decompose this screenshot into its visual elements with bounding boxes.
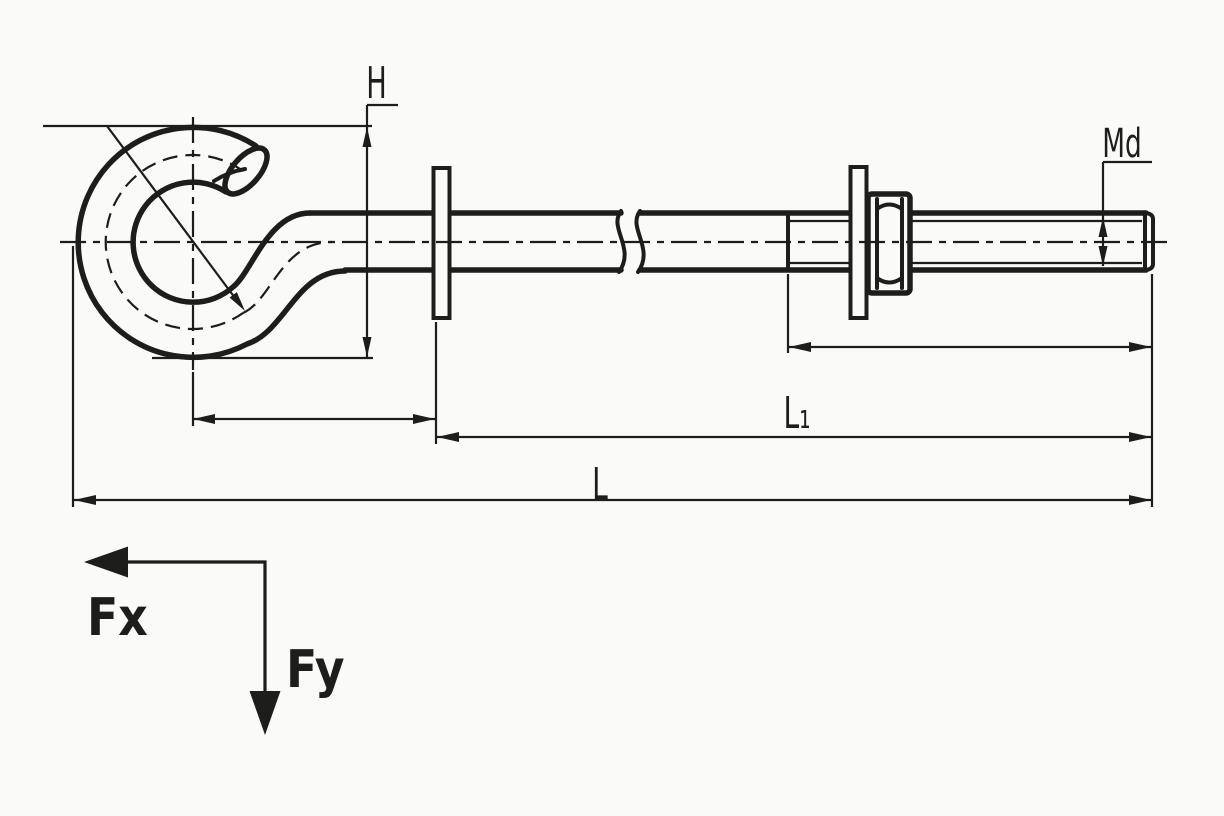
dim-tl-arrow-right (1129, 342, 1151, 352)
force-arrow-lines (122, 560, 267, 696)
label-h: H (366, 57, 387, 109)
dim-cw-arrow-right (413, 414, 435, 424)
hex-nut (865, 191, 913, 296)
dim-cw-arrow-left (193, 414, 215, 424)
radius-leader (106, 125, 245, 311)
hex-nut-chamfer-arcs (875, 202, 904, 285)
label-l: L (592, 459, 608, 510)
centerlines (60, 117, 1168, 370)
hook-pitch-transition (242, 240, 333, 315)
washer-left (431, 166, 452, 320)
rod-end-edge-line (212, 167, 247, 183)
dimension-md: Md (1098, 120, 1152, 266)
dim-l1-arrow-right (1129, 432, 1151, 442)
force-arrows: Fx Fy (84, 546, 345, 735)
fasteners (431, 165, 913, 320)
dim-md-arrow-down (1098, 246, 1108, 266)
dim-h-arrow-down (362, 337, 372, 357)
dim-cw-extension-lines (191, 322, 438, 444)
thread-minor-diameter-lines (789, 219, 1142, 265)
hook-inner-profile (130, 179, 313, 305)
hex-nut-outline (865, 191, 913, 296)
bolt-end-face (1144, 211, 1155, 272)
dim-tl-arrow-left (789, 342, 811, 352)
dimension-l1: L₁ (436, 388, 1152, 442)
hook-outer-profile (75, 124, 348, 361)
label-md: Md (1102, 120, 1142, 166)
force-fx-arrowhead (84, 546, 128, 578)
dim-l-arrow-right (1129, 495, 1151, 505)
radius-leader-line (106, 125, 242, 307)
break-line-left (615, 209, 627, 274)
dimension-center-to-washer (191, 322, 438, 444)
label-fx: Fx (87, 587, 148, 648)
hook-pitch-circle (104, 153, 244, 331)
dim-l1-arrow-left (437, 432, 459, 442)
dim-l-extension-lines (71, 246, 1154, 507)
dim-h-arrow-up (362, 127, 372, 147)
hex-nut-facet-lines (875, 197, 904, 290)
dim-md-arrow-up (1098, 217, 1108, 237)
dim-l-arrow-left (74, 495, 96, 505)
shaft (307, 209, 1155, 274)
label-l1: L₁ (784, 388, 811, 439)
dim-h-line (365, 103, 398, 357)
dimension-h: H (43, 57, 398, 360)
dimension-thread-length (786, 274, 1152, 353)
rod-end-face (222, 145, 270, 197)
radius-leader-arrow (229, 292, 245, 311)
force-fy-arrowhead (249, 691, 281, 735)
label-fy: Fy (286, 639, 345, 700)
dimension-l: L (71, 246, 1154, 510)
break-line-right (634, 209, 646, 274)
hook (75, 124, 348, 361)
